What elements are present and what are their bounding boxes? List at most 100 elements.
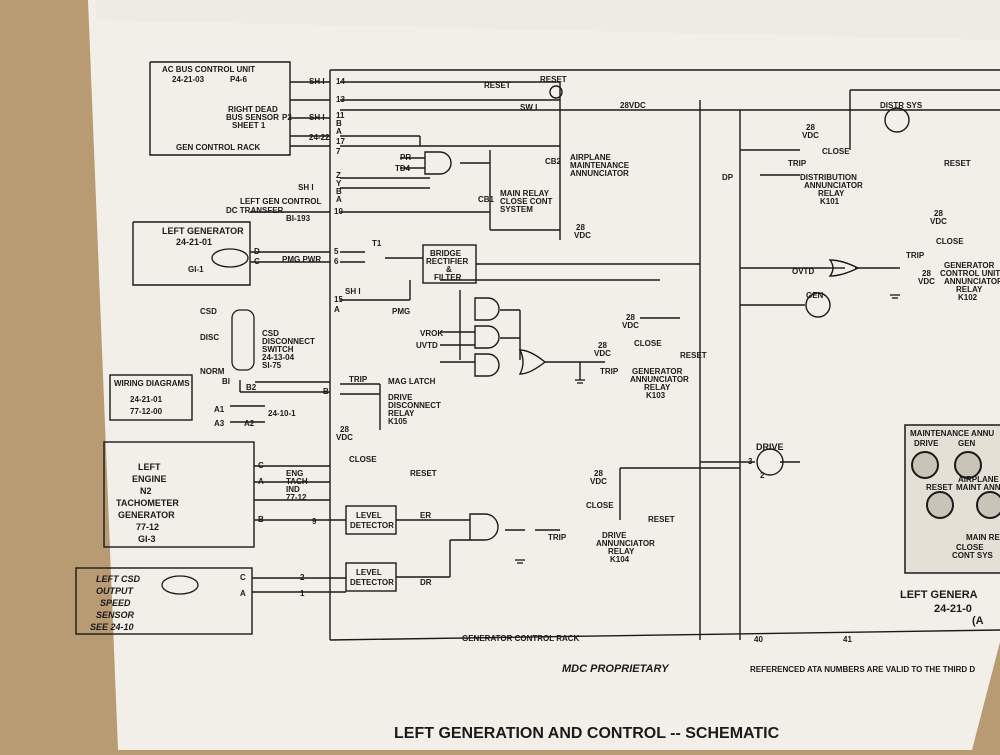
reset-k101: RESET	[944, 159, 971, 168]
pin-a: A	[336, 127, 342, 136]
drive-lamp-label: DRIVE	[756, 442, 784, 452]
drive-disconnect-1: DRIVE	[388, 393, 413, 402]
t1-label: T1	[372, 239, 382, 248]
pin-13: 13	[336, 95, 345, 104]
left-csd-4: SENSOR	[96, 610, 135, 620]
left-engine-3: N2	[140, 486, 152, 496]
close-k102: CLOSE	[936, 237, 964, 246]
vdc28-k101: 28	[806, 123, 815, 132]
mp-close: CLOSE	[956, 543, 984, 552]
eng-tach-1: ENG	[286, 469, 303, 478]
b2-label: B2	[246, 383, 257, 392]
dist-ann-2: ANNUNCIATOR	[804, 181, 863, 190]
csd-disconnect-5: SI-75	[262, 361, 282, 370]
left-csd-2: OUTPUT	[96, 586, 135, 596]
drive-pin-3: 3	[748, 457, 753, 466]
vdc28-top: 28VDC	[620, 101, 646, 110]
pr-label: PR	[400, 153, 411, 162]
disc-label: DISC	[200, 333, 219, 342]
sh1-label-2: SH I	[309, 113, 325, 122]
engine-pin-b: B	[258, 515, 264, 524]
uvtd-label: UVTD	[416, 341, 438, 350]
gen-ann-1: GENERATOR	[632, 367, 683, 376]
airplane-maint-1: AIRPLANE	[570, 153, 612, 162]
a2-label: A2	[244, 419, 255, 428]
vdc28-k105: 28	[340, 425, 349, 434]
airplane-maint-3: ANNUNCIATOR	[570, 169, 629, 178]
pin-5: 5	[334, 247, 339, 256]
mp-main-re: MAIN RE	[966, 533, 1000, 542]
sw1-label: SW I	[520, 103, 537, 112]
pin-c: C	[254, 257, 260, 266]
csd-label: CSD	[200, 307, 217, 316]
left-engine-1: LEFT	[138, 462, 161, 472]
pin-7: 7	[336, 147, 341, 156]
trip-k103: TRIP	[600, 367, 619, 376]
bridge-3: &	[446, 265, 452, 274]
vdc28-k104: 28	[594, 469, 603, 478]
vdc-k105: VDC	[336, 433, 353, 442]
pin-a2: A	[336, 195, 342, 204]
bus-sensor-label: BUS SENSOR	[226, 113, 279, 122]
drive-ann-3: RELAY	[608, 547, 635, 556]
dist-ann-4: K101	[820, 197, 840, 206]
left-genera-ref: 24-21-0	[934, 603, 972, 615]
gen-ann-3: RELAY	[644, 383, 671, 392]
vdc28-k103: 28	[626, 313, 635, 322]
left-engine-7: GI-3	[138, 534, 156, 544]
ref-24-10-1: 24-10-1	[268, 409, 296, 418]
bridge-4: FILTER	[434, 273, 462, 282]
gen-control-rack-top: GEN CONTROL RACK	[176, 143, 261, 152]
left-engine-4: TACHOMETER	[116, 498, 179, 508]
pin-14: 14	[336, 77, 345, 86]
left-engine-6: 77-12	[136, 522, 159, 532]
reset-k103: RESET	[680, 351, 707, 360]
wiring-diagrams-label: WIRING DIAGRAMS	[114, 379, 190, 388]
pin-b2: B	[336, 187, 342, 196]
trip-k104: TRIP	[548, 533, 567, 542]
cb1-label: CB1	[478, 195, 495, 204]
main-relay-2: CLOSE CONT	[500, 197, 553, 206]
vdc28-k103b: 28	[598, 341, 607, 350]
main-relay-3: SYSTEM	[500, 205, 533, 214]
close-k104: CLOSE	[586, 501, 614, 510]
pin-b3: B	[323, 387, 329, 396]
csd-pin-c: C	[240, 573, 246, 582]
gen-ann-2: ANNUNCIATOR	[630, 375, 689, 384]
pin-y: Y	[336, 179, 342, 188]
vdc-k104: VDC	[590, 477, 607, 486]
dist-ann-3: RELAY	[818, 189, 845, 198]
close-k101: CLOSE	[822, 147, 850, 156]
left-genera-a: (A	[972, 615, 984, 627]
drive-ann-4: K104	[610, 555, 630, 564]
mp-gen: GEN	[958, 439, 976, 448]
mag-latch-label: MAG LATCH	[388, 377, 436, 386]
gen-ann-4: K103	[646, 391, 666, 400]
pin-15: 15	[334, 295, 343, 304]
mp-maint-ann: MAINT ANN	[956, 483, 1000, 492]
pin-17: 17	[336, 137, 345, 146]
bridge-1: BRIDGE	[430, 249, 462, 258]
a1-label: A1	[214, 405, 225, 414]
paper-sheet	[88, 0, 1000, 750]
td4-label: TD4	[395, 164, 411, 173]
pin-41: 41	[843, 635, 852, 644]
left-csd-5: SEE 24-10	[90, 622, 134, 632]
sheet-1-label: SHEET 1	[232, 121, 266, 130]
vdc28-k102a: 28	[934, 209, 943, 218]
b1-label: BI	[222, 377, 230, 386]
generator-symbol	[161, 248, 255, 595]
gcu-ann-4: RELAY	[956, 285, 983, 294]
pin-b: B	[336, 119, 342, 128]
p2-label: P2	[282, 113, 292, 122]
level-detector-2b: DETECTOR	[350, 578, 394, 587]
dp-label: DP	[722, 173, 734, 182]
gen-control-rack-bottom: GENERATOR CONTROL RACK	[462, 634, 580, 643]
cb2-label: CB2	[545, 157, 562, 166]
logic-gates	[424, 151, 860, 541]
left-generator-ref: 24-21-01	[176, 237, 212, 247]
paper-shade	[96, 0, 1000, 40]
left-engine-5: GENERATOR	[118, 510, 175, 520]
pin-10: 10	[334, 207, 343, 216]
vdc28-k102b: 28	[922, 269, 931, 278]
